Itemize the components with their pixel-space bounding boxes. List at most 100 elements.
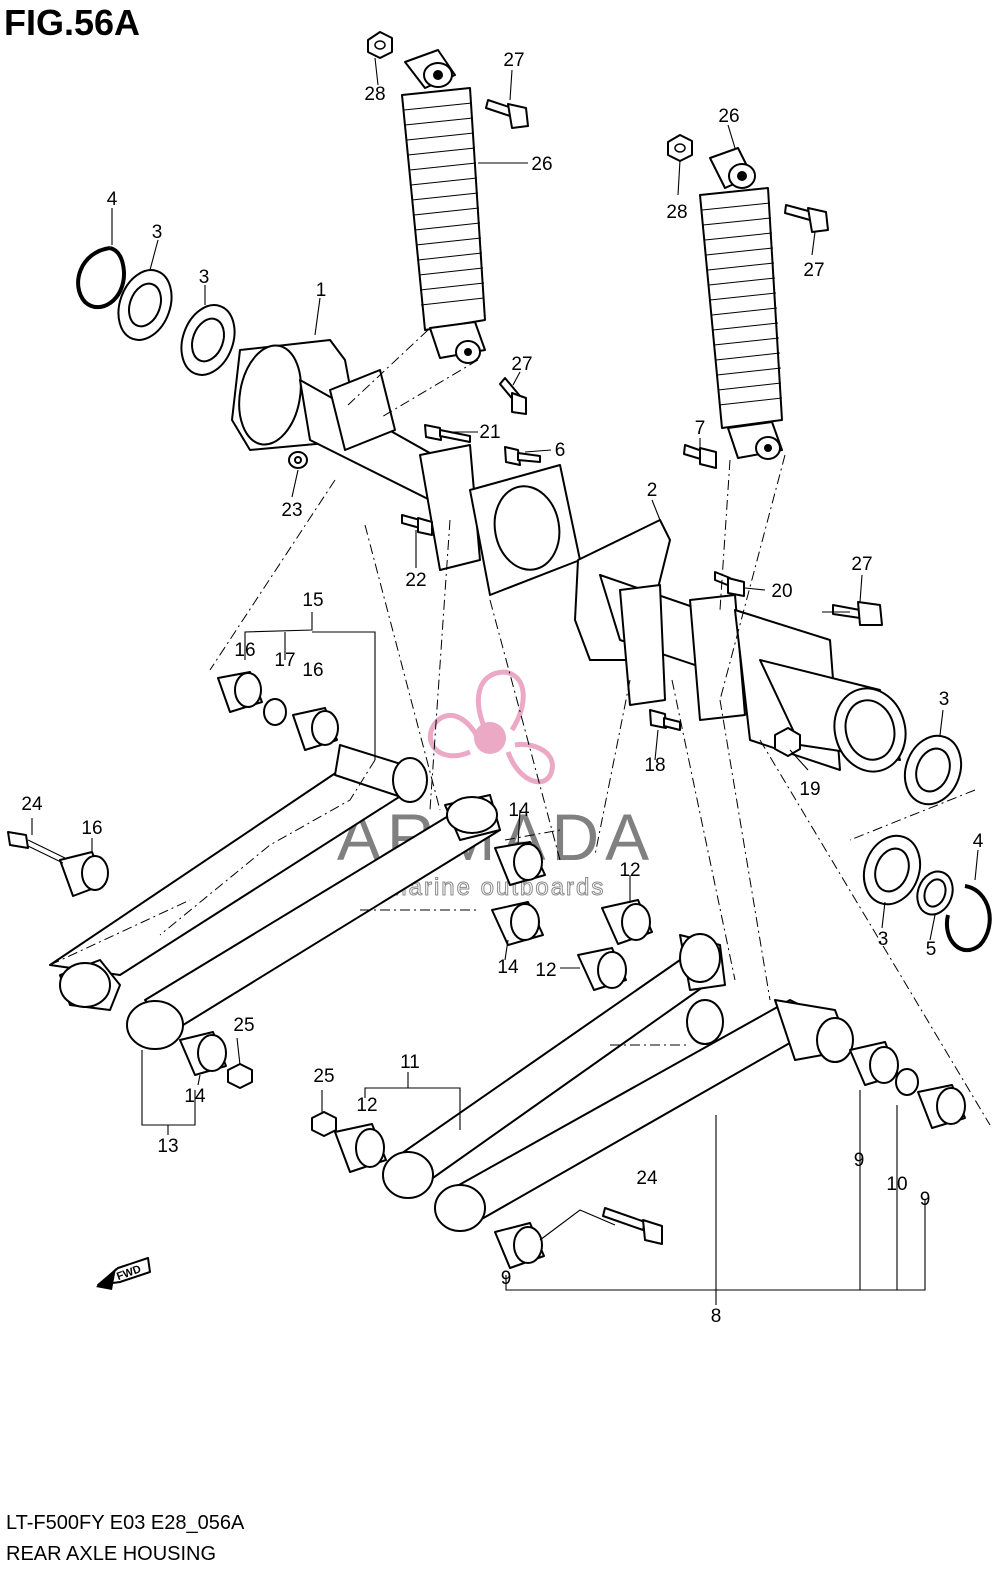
- callout-8: 8: [711, 1306, 722, 1327]
- bushing-16-c: [59, 851, 109, 897]
- washer-23: [288, 451, 308, 469]
- bolt-27-right-upper: [784, 204, 829, 233]
- bolt-24-right: [602, 1207, 663, 1245]
- callout-27: 27: [511, 354, 532, 375]
- circlip-4-right: [944, 884, 992, 953]
- callout-16: 16: [81, 818, 102, 839]
- nut-25-left: [227, 1063, 253, 1089]
- callout-9: 9: [501, 1268, 512, 1289]
- callout-14: 14: [508, 800, 530, 821]
- nut-28-right: [667, 134, 693, 162]
- callout-11: 11: [400, 1052, 420, 1073]
- callout-7: 7: [695, 418, 706, 439]
- callout-23: 23: [281, 500, 302, 521]
- bushing-12-a: [601, 899, 653, 945]
- upper-arm-right: [382, 933, 726, 1199]
- callout-27: 27: [851, 554, 872, 575]
- bolt-27-left: [499, 377, 527, 415]
- callout-26: 26: [531, 154, 552, 175]
- bushing-9-c: [494, 1222, 545, 1269]
- figure-name: REAR AXLE HOUSING: [6, 1543, 217, 1565]
- callout-3: 3: [152, 222, 163, 243]
- callout-14: 14: [497, 957, 519, 978]
- assembly-dash-lines: [49, 329, 991, 1126]
- bearing-3-right-b: [862, 834, 922, 906]
- leader-lines: [31, 57, 979, 1305]
- watermark-logo: [428, 669, 555, 785]
- callout-4: 4: [973, 831, 984, 852]
- callout-24: 24: [21, 794, 43, 815]
- callout-labels: 28 27 26 4 3 3 1 27 21 6 23 22 26 28 27 …: [21, 50, 983, 1327]
- callout-25: 25: [313, 1066, 334, 1087]
- bushing-14-c: [179, 1031, 227, 1076]
- nut-19: [774, 727, 801, 757]
- callout-13: 13: [157, 1136, 178, 1157]
- callout-27: 27: [503, 50, 524, 71]
- fwd-arrow-icon: FWD: [96, 1257, 151, 1290]
- callout-16: 16: [302, 660, 323, 681]
- callout-1: 1: [316, 280, 327, 301]
- bushing-12-b: [577, 947, 627, 991]
- callout-12: 12: [619, 860, 640, 881]
- callout-17: 17: [274, 650, 295, 671]
- bushing-12-c: [334, 1123, 387, 1173]
- callout-2: 2: [647, 480, 658, 501]
- bushing-16-b: [292, 707, 339, 751]
- callout-27: 27: [803, 260, 824, 281]
- lower-arm-right: [434, 999, 854, 1232]
- callout-10: 10: [886, 1174, 907, 1195]
- callout-22: 22: [405, 570, 426, 591]
- figure-code: LT-F500FY E03 E28_056A: [6, 1512, 245, 1534]
- callout-28: 28: [666, 202, 687, 223]
- callout-5: 5: [926, 939, 937, 960]
- callout-12: 12: [535, 960, 556, 981]
- bearing-3-right-a: [903, 734, 963, 806]
- bolt-21: [424, 424, 471, 443]
- callout-20: 20: [771, 581, 792, 602]
- callout-18: 18: [644, 755, 665, 776]
- callout-9: 9: [920, 1189, 931, 1210]
- callout-6: 6: [555, 440, 566, 461]
- shock-absorber-left: [401, 49, 486, 364]
- axle-housing-right: [574, 519, 907, 773]
- fwd-label: FWD: [115, 1263, 143, 1283]
- callout-9: 9: [854, 1150, 865, 1171]
- bolt-22: [401, 514, 433, 536]
- callout-4: 4: [107, 189, 118, 210]
- axle-housing-left: [231, 339, 481, 571]
- washer-10: [895, 1068, 919, 1096]
- lower-arm-left: [126, 794, 501, 1050]
- bushing-9-a: [849, 1041, 899, 1086]
- shock-absorber-right: [699, 147, 783, 460]
- figure-title: FIG.56A: [4, 2, 141, 43]
- brake-flange-left: [469, 464, 581, 596]
- callout-3: 3: [878, 929, 889, 950]
- washer-17: [263, 698, 287, 726]
- washer-5: [916, 870, 954, 916]
- callout-21: 21: [479, 422, 500, 443]
- bolt-18: [649, 709, 681, 731]
- bushing-9-b: [917, 1084, 966, 1129]
- bolt-20: [714, 571, 745, 597]
- callout-19: 19: [799, 779, 820, 800]
- circlip-4-left: [76, 246, 127, 310]
- callout-26: 26: [718, 106, 739, 127]
- callout-3: 3: [939, 689, 950, 710]
- bushing-16-a: [217, 671, 263, 713]
- callout-16: 16: [234, 640, 255, 661]
- callout-15: 15: [302, 590, 323, 611]
- callout-3: 3: [199, 267, 210, 288]
- callout-28: 28: [364, 84, 385, 105]
- bolt-24-left: [7, 831, 66, 864]
- callout-24: 24: [636, 1168, 658, 1189]
- bearing-3-left-inner: [180, 304, 236, 376]
- bushing-14-b: [491, 901, 544, 946]
- bolt-27-upper: [485, 99, 529, 129]
- bearing-3-left-outer: [117, 269, 173, 341]
- callout-25: 25: [233, 1015, 254, 1036]
- upper-arm-left: [49, 744, 428, 1011]
- callout-14: 14: [184, 1086, 206, 1107]
- bolt-7: [683, 444, 717, 469]
